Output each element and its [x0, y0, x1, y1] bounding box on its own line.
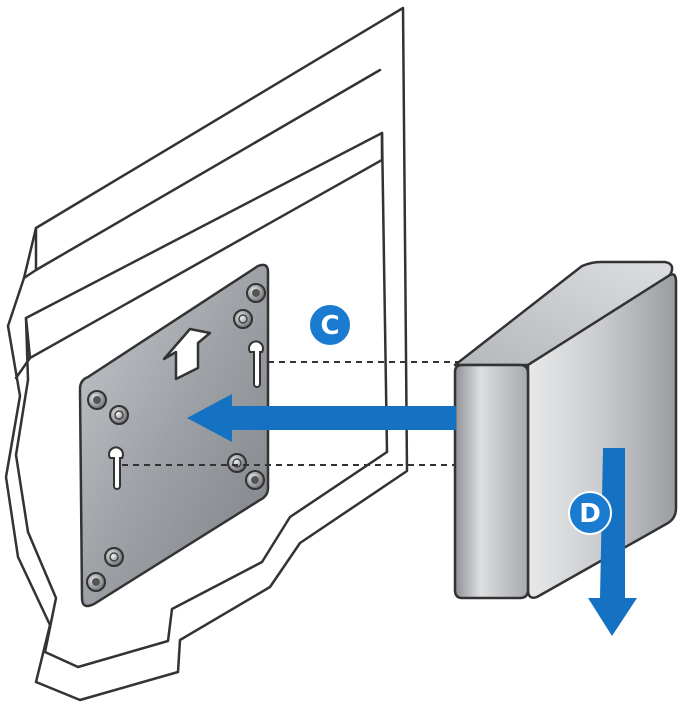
- screw-icon: [227, 453, 247, 473]
- up-arrow-icon: [162, 327, 212, 381]
- mini-pc-front: [453, 363, 530, 600]
- slide-left-arrow: [187, 394, 456, 442]
- mini-pc-top: [453, 260, 674, 367]
- screw-icon: [104, 547, 124, 567]
- step-d-label: D: [579, 499, 601, 529]
- alignment-guides: [122, 361, 458, 466]
- keyhole-icon: [108, 446, 124, 490]
- mini-pc-side: [526, 273, 678, 599]
- plate-screws: [86, 283, 266, 592]
- keyhole-icon: [248, 340, 264, 388]
- monitor-bevel-lines: [14, 68, 384, 380]
- screw-icon: [109, 405, 129, 425]
- mini-pc: [453, 260, 678, 600]
- step-d-badge: D: [568, 491, 612, 535]
- vesa-mount-plate: [78, 263, 270, 608]
- screw-icon: [233, 309, 253, 329]
- step-c-badge: C: [308, 303, 352, 347]
- step-c-label: C: [320, 311, 339, 341]
- keyhole-slots: [108, 340, 264, 490]
- slide-down-arrow: [588, 448, 637, 636]
